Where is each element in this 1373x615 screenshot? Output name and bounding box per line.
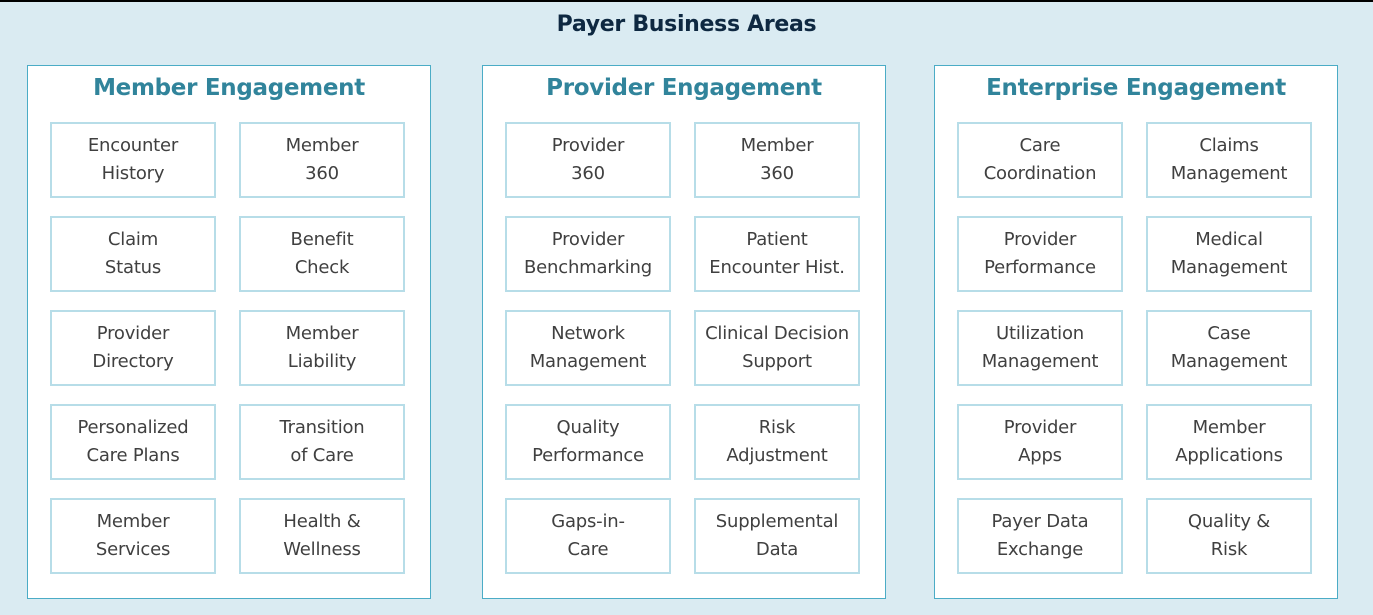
capability-label: Transition of Care <box>279 417 365 466</box>
capability-label: Quality Performance <box>532 417 644 466</box>
capability-tile: Personalized Care Plans <box>50 404 216 480</box>
capability-label: Clinical Decision Support <box>705 323 849 372</box>
capability-label: Provider Performance <box>984 229 1096 278</box>
capability-tile: Clinical Decision Support <box>694 310 860 386</box>
capability-tile: Supplemental Data <box>694 498 860 574</box>
capability-label: Member 360 <box>740 135 814 184</box>
capability-label: Member Applications <box>1175 417 1283 466</box>
capability-tile: Provider Apps <box>957 404 1123 480</box>
capability-label: Payer Data Exchange <box>991 511 1089 560</box>
capability-label: Personalized Care Plans <box>77 417 189 466</box>
capability-tile: Transition of Care <box>239 404 405 480</box>
capability-label: Claim Status <box>104 229 162 278</box>
capability-tile: Medical Management <box>1146 216 1312 292</box>
capability-tile: Member Liability <box>239 310 405 386</box>
capability-tile: Provider 360 <box>505 122 671 198</box>
panel-title: Enterprise Engagement <box>986 75 1286 101</box>
page-title: Payer Business Areas <box>556 12 817 37</box>
panel-title: Provider Engagement <box>546 75 822 101</box>
capability-label: Provider Benchmarking <box>524 229 652 278</box>
capability-tile: Encounter History <box>50 122 216 198</box>
capability-label: Network Management <box>529 323 647 372</box>
capability-tile: Quality & Risk <box>1146 498 1312 574</box>
capability-tile: Care Coordination <box>957 122 1123 198</box>
capability-label: Gaps-in- Care <box>551 511 625 560</box>
panel-title: Member Engagement <box>93 75 365 101</box>
capability-tile: Member 360 <box>694 122 860 198</box>
capability-tile: Payer Data Exchange <box>957 498 1123 574</box>
capability-label: Quality & Risk <box>1187 511 1271 560</box>
capability-label: Utilization Management <box>981 323 1099 372</box>
capability-label: Provider Directory <box>92 323 174 372</box>
capability-label: Health & Wellness <box>283 511 361 560</box>
capability-label: Supplemental Data <box>715 511 839 560</box>
capability-tile: Claim Status <box>50 216 216 292</box>
capability-tile: Patient Encounter Hist. <box>694 216 860 292</box>
capability-tile: Claims Management <box>1146 122 1312 198</box>
capability-label: Care Coordination <box>983 135 1097 184</box>
capability-tile: Provider Performance <box>957 216 1123 292</box>
capability-label: Case Management <box>1170 323 1288 372</box>
capability-label: Member Services <box>95 511 171 560</box>
capability-tile: Provider Directory <box>50 310 216 386</box>
capability-label: Claims Management <box>1170 135 1288 184</box>
capability-label: Member 360 <box>285 135 359 184</box>
capability-tile: Member 360 <box>239 122 405 198</box>
capability-tile: Network Management <box>505 310 671 386</box>
capability-label: Provider Apps <box>1003 417 1077 466</box>
capability-tile: Risk Adjustment <box>694 404 860 480</box>
capability-tile: Gaps-in- Care <box>505 498 671 574</box>
capability-tile: Provider Benchmarking <box>505 216 671 292</box>
capability-label: Medical Management <box>1170 229 1288 278</box>
capability-label: Benefit Check <box>290 229 354 278</box>
capability-label: Member Liability <box>285 323 359 372</box>
capability-tile: Case Management <box>1146 310 1312 386</box>
capability-tile: Health & Wellness <box>239 498 405 574</box>
top-border <box>0 0 1373 2</box>
capability-tile: Member Applications <box>1146 404 1312 480</box>
capability-tile: Benefit Check <box>239 216 405 292</box>
capability-label: Encounter History <box>87 135 179 184</box>
capability-tile: Quality Performance <box>505 404 671 480</box>
capability-tile: Utilization Management <box>957 310 1123 386</box>
capability-label: Patient Encounter Hist. <box>709 229 845 278</box>
capability-label: Provider 360 <box>551 135 625 184</box>
capability-label: Risk Adjustment <box>726 417 828 466</box>
capability-tile: Member Services <box>50 498 216 574</box>
